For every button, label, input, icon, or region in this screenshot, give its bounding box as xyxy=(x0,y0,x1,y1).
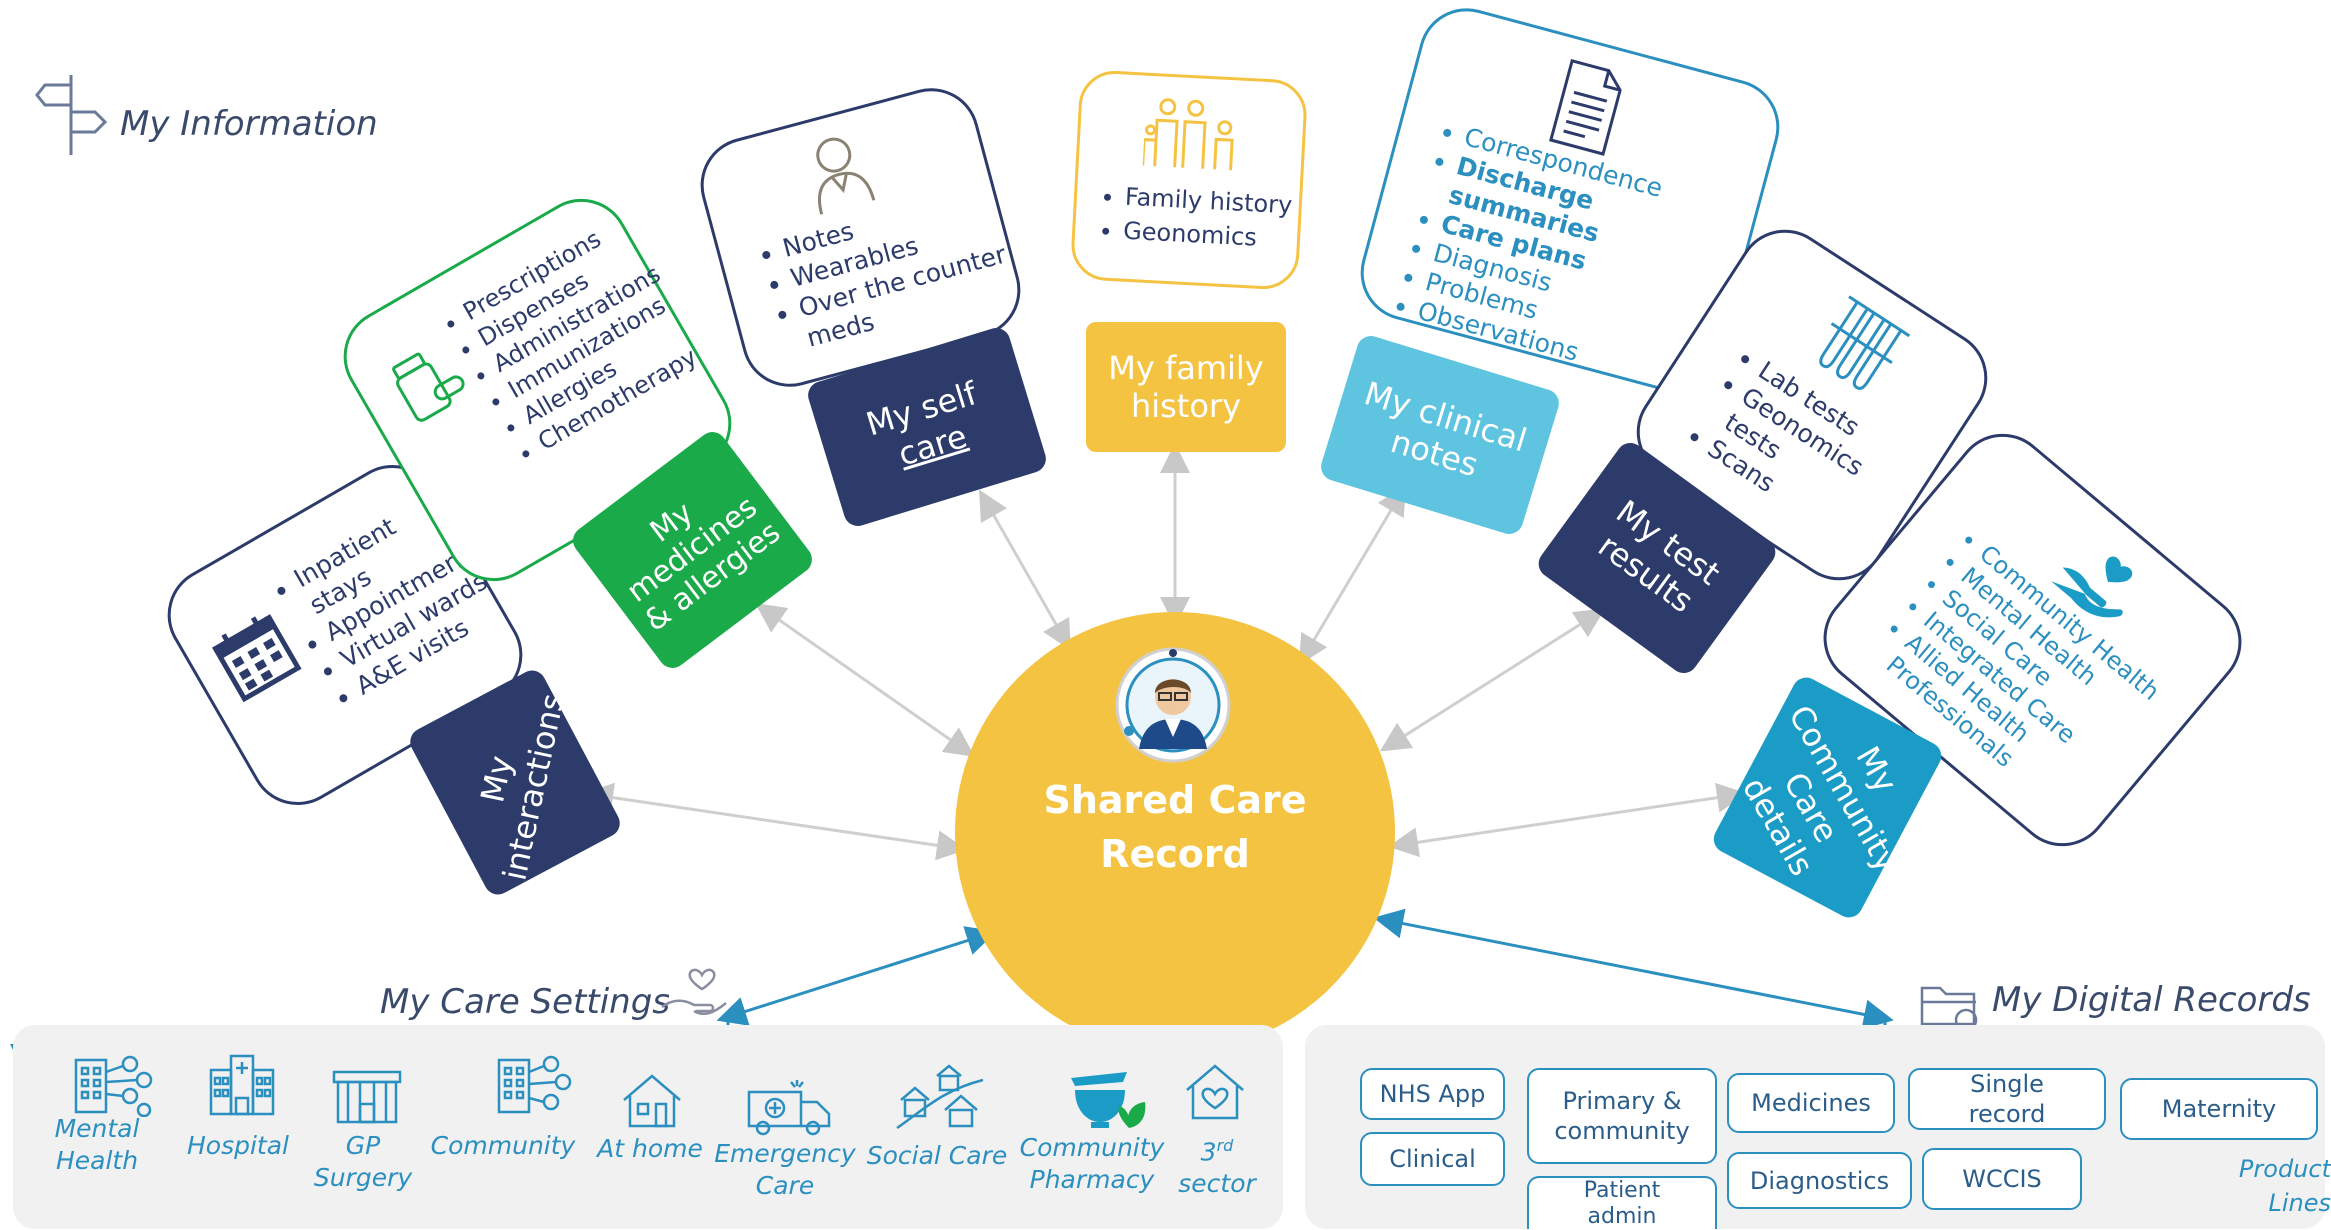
family-bubble: Family history Geonomics xyxy=(1069,69,1309,291)
arrow-medicines xyxy=(755,603,975,757)
record-primary-community[interactable]: Primary & community xyxy=(1527,1068,1717,1164)
record-single-record[interactable]: Single record xyxy=(1908,1068,2106,1130)
arrow-interactions xyxy=(583,782,967,861)
setting-social-care[interactable]: Social Care xyxy=(866,1141,1008,1170)
ambulance-icon xyxy=(747,1080,831,1136)
pharmacy-icon xyxy=(1071,1072,1146,1128)
center-title-line1: Shared Care xyxy=(1043,778,1307,822)
building-people-icon xyxy=(74,1055,153,1117)
family-icon xyxy=(1142,98,1234,171)
signpost-icon xyxy=(35,75,108,155)
setting-hospital[interactable]: Hospital xyxy=(186,1131,289,1160)
record-diagnostics[interactable]: Diagnostics xyxy=(1727,1152,1912,1209)
my-digital-records-title: My Digital Records xyxy=(1992,980,2311,1020)
record-wccis[interactable]: WCCIS xyxy=(1922,1148,2082,1210)
setting-community[interactable]: Community xyxy=(430,1131,576,1160)
setting-at-home[interactable]: At home xyxy=(597,1134,703,1163)
community-bubble: Community Health Mental Health Social Ca… xyxy=(1803,414,2262,866)
setting-community-pharmacy[interactable]: Community Pharmacy xyxy=(1019,1133,1165,1194)
heart-hand-outline-icon xyxy=(661,968,727,1015)
arrow-care-settings xyxy=(716,926,997,1026)
self-care-bubble: Notes Wearables Over the counter meds xyxy=(689,77,1032,398)
interactions-bubble: Inpatient stays Appointments Virtual war… xyxy=(150,447,540,823)
tile-family-history[interactable]: My family history xyxy=(1086,322,1286,452)
my-care-settings-title: My Care Settings xyxy=(380,982,670,1022)
setting-gp-surgery[interactable]: GP Surgery xyxy=(313,1131,413,1192)
family-list: Family history Geonomics xyxy=(1088,178,1293,256)
test-tubes-icon xyxy=(1819,295,1911,390)
product-lines-label: Product Lines xyxy=(2238,1155,2331,1217)
record-medicines[interactable]: Medicines xyxy=(1727,1073,1895,1133)
calendar-icon xyxy=(212,614,302,703)
arrow-clinical xyxy=(1298,484,1407,666)
setting-emergency-care[interactable]: Emergency Care xyxy=(714,1139,856,1200)
community-icon xyxy=(497,1055,572,1114)
record-clinical[interactable]: Clinical xyxy=(1360,1132,1505,1186)
record-patient-admin[interactable]: Patient admin xyxy=(1527,1176,1717,1229)
heart-house-icon xyxy=(1186,1064,1244,1120)
document-icon xyxy=(1549,58,1622,156)
medicines-bubble: Prescriptions Dispenses Administrations … xyxy=(326,181,749,599)
record-maternity[interactable]: Maternity xyxy=(2120,1078,2318,1140)
center-title-line2: Record xyxy=(1100,832,1250,876)
pill-bottle-icon xyxy=(392,352,465,422)
houses-icon xyxy=(896,1064,984,1130)
person-icon xyxy=(816,137,876,215)
record-nhs-app[interactable]: NHS App xyxy=(1360,1068,1505,1120)
arrow-digital-records xyxy=(1373,908,1894,1030)
clinical-bubble: Correspondence Discharge summaries Care … xyxy=(1349,0,1791,403)
arrow-community xyxy=(1388,782,1747,858)
hospital-icon xyxy=(209,1054,275,1116)
heart-hand-icon xyxy=(2051,556,2133,618)
tests-bubble: Lab tests Geonomics tests Scans xyxy=(1618,211,2006,599)
doctor-avatar-icon xyxy=(1115,647,1231,763)
my-information-title: My Information xyxy=(120,104,378,144)
home-icon xyxy=(623,1074,681,1128)
arrow-selfcare xyxy=(979,489,1071,651)
gp-surgery-icon xyxy=(332,1070,402,1124)
setting-third-sector[interactable]: 3rd sector xyxy=(1178,1136,1256,1199)
setting-mental-health[interactable]: Mental Health xyxy=(54,1114,140,1175)
arrow-tests xyxy=(1379,608,1606,752)
